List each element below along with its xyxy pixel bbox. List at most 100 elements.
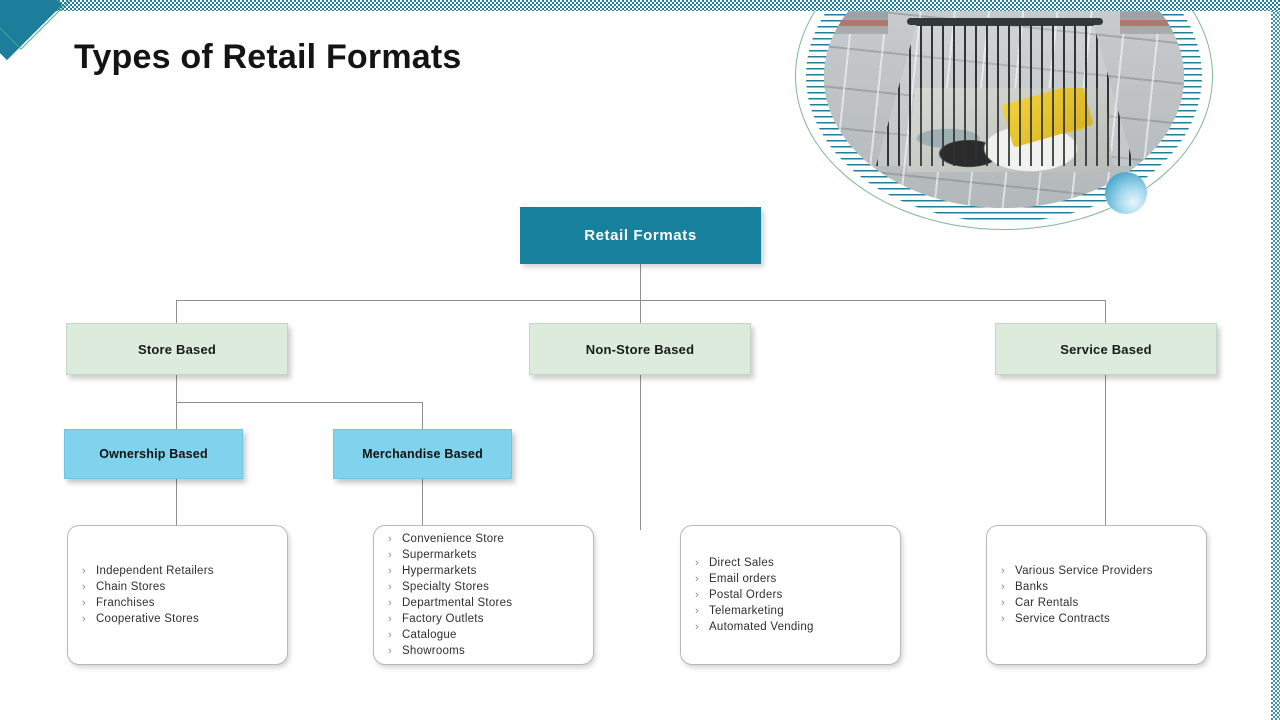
node-service-based[interactable]: Service Based [995,323,1217,375]
connector-root-down [640,264,641,301]
list-item: › Automated Vending [695,619,900,635]
chevron-right-icon: › [695,589,699,601]
list-item: › Chain Stores [82,579,287,595]
list-item: › Various Service Providers [1001,563,1206,579]
list-item-label: Chain Stores [96,581,166,593]
node-retail-formats-label: Retail Formats [584,227,697,244]
chevron-right-icon: › [695,557,699,569]
list-item-label: Postal Orders [709,589,783,601]
list-item: › Convenience Store [388,531,593,547]
connector-merchandise-to-list [422,479,423,529]
node-service-based-label: Service Based [1060,341,1152,357]
list-card-merchandise: › Convenience Store › Supermarkets › Hypermar… [373,525,594,665]
list-item: › Factory Outlets [388,611,593,627]
node-non-store-based[interactable]: Non-Store Based [529,323,751,375]
chevron-right-icon: › [1001,565,1005,577]
list-item: › Cooperative Stores [82,611,287,627]
chevron-right-icon: › [388,565,392,577]
list-item: › Franchises [82,595,287,611]
cart-wire-mesh [876,22,1134,166]
chevron-right-icon: › [1001,613,1005,625]
node-ownership-based[interactable]: Ownership Based [64,429,243,479]
list-item: › Telemarketing [695,603,900,619]
list-item-label: Catalogue [402,629,457,641]
chevron-right-icon: › [388,581,392,593]
node-retail-formats[interactable]: Retail Formats [520,207,761,264]
connector-store-down [176,375,177,403]
chevron-right-icon: › [388,597,392,609]
list-item: › Supermarkets [388,547,593,563]
list-card-service: ›Various Service Providers›Banks›Car Ren… [986,525,1207,665]
chevron-right-icon: › [388,613,392,625]
chevron-right-icon: › [388,629,392,641]
chevron-right-icon: › [388,533,392,545]
list-item-label: Telemarketing [709,605,784,617]
node-ownership-based-label: Ownership Based [99,447,208,461]
connector-level1-bus [176,300,1106,301]
chevron-right-icon: › [82,613,86,625]
chevron-right-icon: › [695,621,699,633]
chevron-right-icon: › [82,597,86,609]
connector-service-to-list [1105,375,1106,530]
chevron-right-icon: › [695,573,699,585]
list-item-label: Cooperative Stores [96,613,199,625]
list-item-label: Automated Vending [709,621,814,633]
list-item-label: Specialty Stores [402,581,490,593]
connector-nonstore-to-list [640,375,641,530]
page-title: Types of Retail Formats [74,38,462,76]
connector-store-drop [176,300,177,323]
list-item: › Catalogue [388,627,593,643]
list-item: › Postal Orders [695,587,900,603]
list-item: › Independent Retailers [82,563,287,579]
list-item: › Showrooms [388,643,593,659]
node-merchandise-based[interactable]: Merchandise Based [333,429,512,479]
node-store-based[interactable]: Store Based [66,323,288,375]
connector-ownership-drop [176,402,177,429]
connector-merchandise-drop [422,402,423,429]
chevron-right-icon: › [82,581,86,593]
connector-nonstore-drop [640,300,641,323]
shopping-cart [876,18,1134,172]
list-item: › Hypermarkets [388,563,593,579]
list-item-label: Hypermarkets [402,565,477,577]
list-item-label: Supermarkets [402,549,477,561]
list-item-label: Departmental Stores [402,597,513,609]
chevron-right-icon: › [388,645,392,657]
connector-service-drop [1105,300,1106,323]
list-card-non-store: › Direct Sales › Email orders › Postal Orders… [680,525,901,665]
list-item-label: Car Rentals [1015,597,1079,609]
connector-level2-bus [176,402,423,403]
list-item: › Specialty Stores [388,579,593,595]
list-item-label: Direct Sales [709,557,774,569]
chevron-right-icon: › [82,565,86,577]
list-card-ownership: › Independent Retailers › Chain Stores › Fran… [67,525,288,665]
top-pattern-strip [0,0,1280,11]
list-item-label: Various Service Providers [1015,565,1153,577]
list-item: › Departmental Stores [388,595,593,611]
list-item: ›Banks [1001,579,1206,595]
list-item-label: Showrooms [402,645,465,657]
list-item-label: Franchises [96,597,155,609]
node-non-store-based-label: Non-Store Based [585,341,695,357]
node-merchandise-based-label: Merchandise Based [362,447,483,461]
connector-ownership-to-list [176,479,177,529]
list-item-label: Convenience Store [402,533,505,545]
cart-rim [906,18,1104,25]
chevron-right-icon: › [388,549,392,561]
list-item-label: Service Contracts [1015,613,1111,625]
list-item-label: Banks [1015,581,1049,593]
list-item-label: Factory Outlets [402,613,484,625]
list-item: › Direct Sales [695,555,900,571]
list-item: › Service Contracts [1001,611,1206,627]
node-store-based-label: Store Based [137,341,217,357]
hero-image-container [795,0,1215,232]
chevron-right-icon: › [695,605,699,617]
shopping-cart-photo [824,0,1184,208]
chevron-right-icon: › [1001,597,1005,609]
list-item: › Email orders [695,571,900,587]
list-item-label: Email orders [709,573,777,585]
right-pattern-strip [1271,0,1280,720]
list-item: › Car Rentals [1001,595,1206,611]
list-item-label: Independent Retailers [96,565,214,577]
gradient-dot-icon [1105,172,1147,214]
